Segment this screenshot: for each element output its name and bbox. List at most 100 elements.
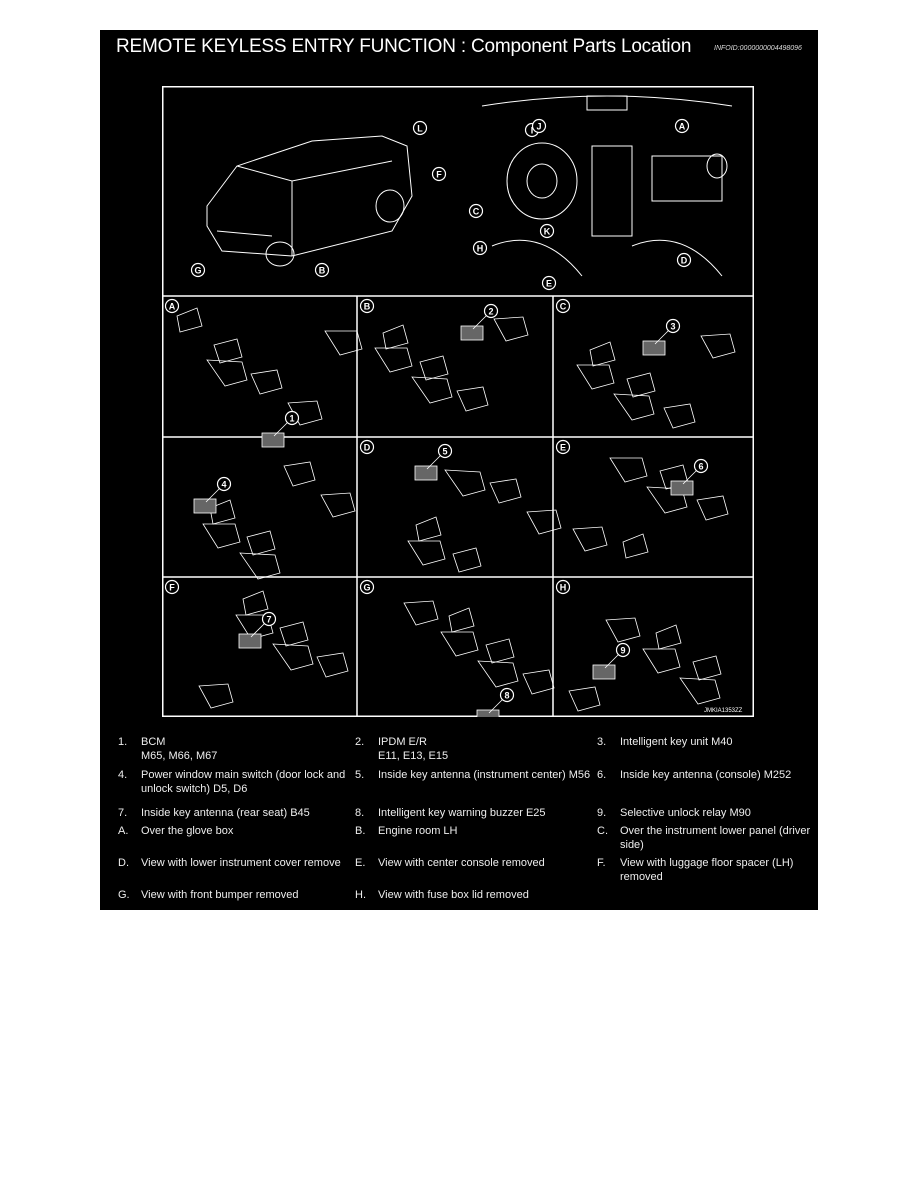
svg-text:D: D	[364, 443, 371, 453]
legend-text: View with luggage floor spacer (LH) remo…	[620, 857, 794, 883]
interior-overview-illustration	[481, 95, 733, 277]
legend-key: D.	[118, 857, 129, 869]
svg-text:2: 2	[488, 307, 493, 317]
document-page: REMOTE KEYLESS ENTRY FUNCTION : Componen…	[100, 30, 818, 910]
callout-j: J	[531, 118, 547, 134]
svg-text:E: E	[546, 279, 552, 289]
svg-text:J: J	[536, 122, 541, 132]
legend-key: C.	[597, 825, 608, 837]
legend-text: Intelligent key unit M40	[620, 736, 733, 748]
callout-8: 8	[499, 687, 515, 703]
callout-6: 6	[693, 458, 709, 474]
svg-text:8: 8	[504, 691, 509, 701]
callout-3: 3	[665, 318, 681, 334]
svg-text:G: G	[363, 583, 370, 593]
legend-text: Over the instrument lower panel (driver …	[620, 825, 811, 851]
legend-text: Selective unlock relay M90	[620, 807, 751, 819]
info-id: INFOID:0000000004498096	[714, 45, 802, 52]
svg-text:C: C	[560, 302, 567, 312]
svg-text:C: C	[473, 207, 480, 217]
legend-text: IPDM E/R E11, E13, E15	[378, 736, 449, 762]
svg-text:1: 1	[289, 414, 294, 424]
callout-c: C	[468, 203, 484, 219]
legend-key: 6.	[597, 769, 607, 781]
legend-key: B.	[355, 825, 366, 837]
detail-panel-illustration	[193, 461, 356, 580]
callout-a: A	[674, 118, 690, 134]
legend-key: 3.	[597, 736, 607, 748]
panel-label-a: A	[164, 298, 180, 314]
svg-text:7: 7	[266, 615, 271, 625]
legend-key: 5.	[355, 769, 365, 781]
svg-text:G: G	[194, 266, 201, 276]
detail-panel-illustration	[407, 450, 562, 573]
callout-5: 5	[437, 443, 453, 459]
svg-text:D: D	[681, 256, 688, 266]
legend-key: F.	[597, 857, 606, 869]
svg-text:5: 5	[442, 447, 447, 457]
panel-label-d: D	[359, 439, 375, 455]
detail-panel-illustration	[568, 617, 722, 712]
legend-key: 4.	[118, 769, 128, 781]
callout-k: K	[539, 223, 555, 239]
svg-text:F: F	[169, 583, 175, 593]
svg-text:6: 6	[698, 462, 703, 472]
callout-d: D	[676, 252, 692, 268]
svg-text:F: F	[436, 170, 442, 180]
legend-text: Inside key antenna (rear seat) B45	[141, 807, 310, 819]
legend-key: G.	[118, 889, 130, 901]
svg-text:I: I	[531, 126, 534, 136]
callout-2: 2	[483, 303, 499, 319]
legend-key: H.	[355, 889, 366, 901]
detail-panel-illustration	[572, 457, 729, 559]
vehicle-overview-illustration	[206, 135, 413, 267]
svg-text:K: K	[544, 227, 551, 237]
detail-panel-illustration	[403, 600, 555, 717]
svg-text:4: 4	[221, 480, 226, 490]
image-code: JMKIA1353ZZ	[704, 708, 743, 714]
callout-1: 1	[284, 410, 300, 426]
legend-text: BCM M65, M66, M67	[141, 736, 218, 762]
callout-f: F	[431, 166, 447, 182]
legend-key: 7.	[118, 807, 128, 819]
svg-text:A: A	[169, 302, 176, 312]
legend-text: View with fuse box lid removed	[378, 889, 529, 901]
legend-key: A.	[118, 825, 129, 837]
callout-e: E	[541, 275, 557, 291]
panel-label-h: H	[555, 579, 571, 595]
page-title: REMOTE KEYLESS ENTRY FUNCTION : Componen…	[116, 36, 692, 57]
legend-text: Intelligent key warning buzzer E25	[378, 807, 546, 819]
svg-text:3: 3	[670, 322, 675, 332]
callout-l: L	[412, 120, 428, 136]
callout-9: 9	[615, 642, 631, 658]
callout-g: G	[190, 262, 206, 278]
diagram-frame	[162, 86, 754, 717]
legend-text: View with center console removed	[378, 857, 545, 869]
legend-key: 9.	[597, 807, 607, 819]
detail-panel-illustration	[576, 325, 736, 429]
callout-b: B	[314, 262, 330, 278]
panel-label-c: C	[555, 298, 571, 314]
panel-label-g: G	[359, 579, 375, 595]
legend-key: 1.	[118, 736, 128, 748]
detail-panel-illustration	[198, 590, 349, 709]
svg-text:B: B	[319, 266, 326, 276]
detail-panel-illustration	[374, 310, 529, 412]
svg-text:H: H	[477, 244, 484, 254]
legend-key: E.	[355, 857, 366, 869]
callout-h: H	[472, 240, 488, 256]
detail-panel-illustration	[176, 307, 363, 448]
svg-text:E: E	[560, 443, 566, 453]
svg-text:A: A	[679, 122, 686, 132]
svg-text:H: H	[560, 583, 567, 593]
svg-text:9: 9	[620, 646, 625, 656]
legend-text: Inside key antenna (console) M252	[620, 769, 792, 781]
svg-text:B: B	[364, 302, 371, 312]
legend-text: View with front bumper removed	[141, 889, 299, 901]
svg-text:L: L	[417, 124, 423, 134]
panel-label-b: B	[359, 298, 375, 314]
panel-label-f: F	[164, 579, 180, 595]
callout-7: 7	[261, 611, 277, 627]
legend-key: 2.	[355, 736, 365, 748]
